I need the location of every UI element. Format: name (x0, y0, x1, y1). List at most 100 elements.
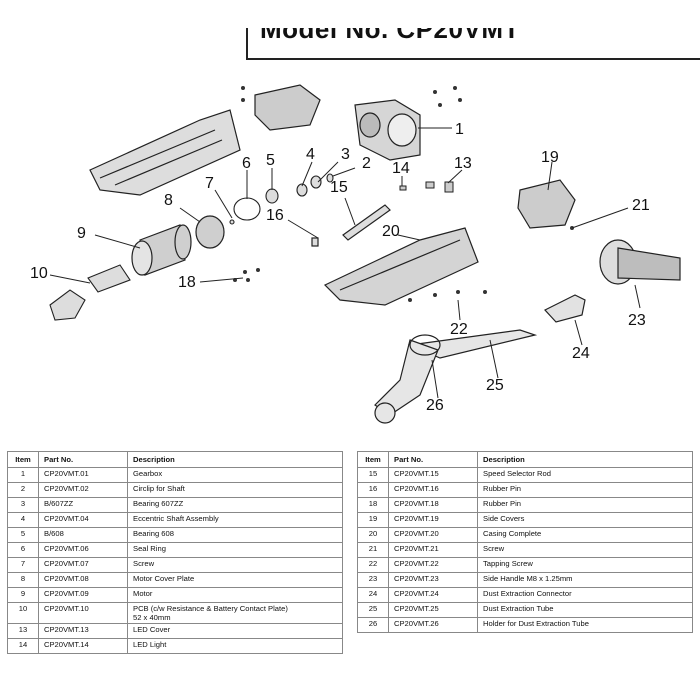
item-cell: 8 (7, 572, 39, 588)
item-cell: 26 (357, 617, 389, 633)
part-cell: CP20VMT.20 (388, 527, 478, 543)
part-cell: B/608 (38, 527, 128, 543)
callout-19: 19 (541, 149, 559, 166)
leader-lines (49, 127, 641, 399)
header-item: Item (357, 451, 389, 468)
part-cell: CP20VMT.08 (38, 572, 128, 588)
desc-cell: Rubber Pin (477, 482, 693, 498)
header-description: Description (127, 451, 343, 468)
exploded-view-diagram: 1 2 3 4 5 6 7 8 9 10 13 14 15 16 18 19 2… (30, 84, 681, 424)
speed-selector-rod (311, 204, 391, 247)
part-cell: CP20VMT.22 (388, 557, 478, 573)
part-cell: CP20VMT.25 (388, 602, 478, 618)
part-cell: CP20VMT.15 (388, 467, 478, 483)
desc-cell: Holder for Dust Extraction Tube (477, 617, 693, 633)
part-cell: CP20VMT.04 (38, 512, 128, 528)
callout-16: 16 (266, 207, 284, 224)
desc-line-1: PCB (c/w Resistance & Battery Contact Pl… (133, 604, 288, 613)
dust-extraction-connector (544, 294, 586, 323)
screws (233, 86, 574, 302)
item-cell: 14 (7, 638, 39, 654)
desc-cell: Side Handle M8 x 1.25mm (477, 572, 693, 588)
callout-1: 1 (455, 121, 464, 138)
callout-18: 18 (178, 274, 196, 291)
desc-cell: Motor (127, 587, 343, 603)
part-cell: CP20VMT.02 (38, 482, 128, 498)
callout-14: 14 (392, 160, 410, 177)
callout-21: 21 (632, 197, 650, 214)
part-cell: CP20VMT.10 (38, 602, 128, 624)
part-cell: CP20VMT.06 (38, 542, 128, 558)
callout-25: 25 (486, 377, 504, 394)
part-cell: CP20VMT.09 (38, 587, 128, 603)
desc-cell: Side Covers (477, 512, 693, 528)
desc-cell: Speed Selector Rod (477, 467, 693, 483)
callout-2: 2 (362, 155, 371, 172)
desc-cell: Bearing 608 (127, 527, 343, 543)
part-cell: CP20VMT.01 (38, 467, 128, 483)
item-cell: 6 (7, 542, 39, 558)
desc-cell: Tapping Screw (477, 557, 693, 573)
model-title: Model No. CP20VMT (260, 28, 520, 44)
desc-cell: Dust Extraction Tube (477, 602, 693, 618)
desc-cell: Circlip for Shaft (127, 482, 343, 498)
item-cell: 16 (357, 482, 389, 498)
item-cell: 21 (357, 542, 389, 558)
side-handle (599, 239, 681, 285)
led-parts (399, 181, 454, 193)
callout-15: 15 (330, 179, 348, 196)
callout-13: 13 (454, 155, 472, 172)
title-box: Model No. CP20VMT (246, 28, 700, 60)
side-cover (517, 179, 576, 229)
part-cell: CP20VMT.23 (388, 572, 478, 588)
callout-9: 9 (77, 225, 86, 242)
callout-4: 4 (306, 146, 315, 163)
item-cell: 3 (7, 497, 39, 513)
item-cell: 13 (7, 623, 39, 639)
desc-cell: Motor Cover Plate (127, 572, 343, 588)
part-cell: CP20VMT.19 (388, 512, 478, 528)
table-header-row: Item Part No. Description (357, 451, 693, 468)
part-cell: CP20VMT.26 (388, 617, 478, 633)
item-cell: 7 (7, 557, 39, 573)
part-cell: CP20VMT.13 (38, 623, 128, 639)
desc-cell: Rubber Pin (477, 497, 693, 513)
header-description: Description (477, 451, 693, 468)
desc-cell: Screw (477, 542, 693, 558)
item-cell: 2 (7, 482, 39, 498)
callout-24: 24 (572, 345, 590, 362)
item-cell: 23 (357, 572, 389, 588)
desc-cell: LED Light (127, 638, 343, 654)
part-cell: CP20VMT.07 (38, 557, 128, 573)
part-cell: CP20VMT.16 (388, 482, 478, 498)
item-cell: 15 (357, 467, 389, 483)
item-cell: 22 (357, 557, 389, 573)
callout-5: 5 (266, 152, 275, 169)
item-cell: 5 (7, 527, 39, 543)
item-cell: 19 (357, 512, 389, 528)
callout-3: 3 (341, 146, 350, 163)
callout-26: 26 (426, 397, 444, 414)
desc-cell: Dust Extraction Connector (477, 587, 693, 603)
callout-10: 10 (30, 265, 48, 282)
pcb (49, 264, 131, 321)
desc-cell: Gearbox (127, 467, 343, 483)
